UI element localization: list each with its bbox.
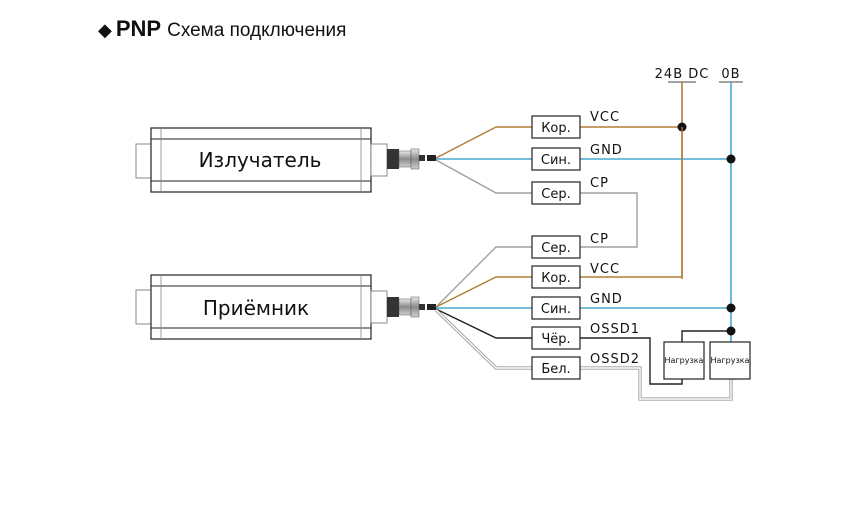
wire-color-label: Сер. (541, 241, 570, 256)
load-2: Нагрузка (709, 341, 751, 380)
supply-rail-label: 24В DC (655, 67, 710, 82)
wire-color-label: Кор. (541, 121, 571, 136)
diamond-bullet-icon: ◆ (98, 20, 112, 40)
wire-signal-label: CP (590, 176, 609, 191)
receiver-connector (387, 296, 436, 318)
wire-color-label: Сер. (541, 187, 570, 202)
emitter-device: Излучатель (135, 127, 436, 193)
emitter-label: Излучатель (199, 148, 322, 172)
emitter-connector (387, 148, 436, 170)
ground-rail-label: 0В (721, 67, 740, 82)
emitter-wire-labels: Кор. VCC Син. GND Сер. CP (531, 110, 623, 205)
wire-row: Сер. CP (531, 176, 609, 205)
output-type-label: PNP (115, 16, 162, 41)
wire-signal-label: VCC (590, 110, 620, 125)
wire-signal-label: OSSD1 (590, 322, 640, 337)
wire-signal-label: CP (590, 232, 609, 247)
load-1: Нагрузка (663, 341, 705, 380)
wire-row: Кор. VCC (531, 110, 620, 139)
emitter-wires (435, 122, 736, 248)
wire-color-label: Син. (541, 302, 571, 317)
wire-row: Син. GND (531, 292, 623, 320)
wire-signal-label: OSSD2 (590, 352, 640, 367)
junction-dot (726, 303, 736, 313)
wire-color-label: Кор. (541, 271, 571, 286)
junction-dot (726, 154, 736, 164)
wire-signal-label: GND (590, 143, 623, 158)
wire-signal-label: GND (590, 292, 623, 307)
load-label: Нагрузка (711, 356, 750, 365)
wire-row: Бел. OSSD2 (531, 352, 640, 380)
wire-color-label: Бел. (541, 362, 570, 377)
receiver-label: Приёмник (203, 296, 309, 320)
receiver-wire-labels: Сер. CP Кор. VCC Син. GND Чёр. OSSD1 Бел… (531, 232, 640, 380)
junction-dot (726, 326, 736, 336)
wire-signal-label: VCC (590, 262, 620, 277)
receiver-wires (434, 127, 736, 401)
loads: Нагрузка Нагрузка (663, 341, 751, 380)
wire-row: Сер. CP (531, 232, 609, 259)
title-subtitle: Схема подключения (167, 20, 347, 41)
wire-row: Син. GND (531, 143, 623, 171)
wire-color-label: Чёр. (541, 332, 570, 347)
wire-color-label: Син. (541, 153, 571, 168)
wire-row: Кор. VCC (531, 262, 620, 289)
wire-row: Чёр. OSSD1 (531, 322, 640, 350)
load-label: Нагрузка (665, 356, 704, 365)
receiver-device: Приёмник (135, 274, 436, 340)
